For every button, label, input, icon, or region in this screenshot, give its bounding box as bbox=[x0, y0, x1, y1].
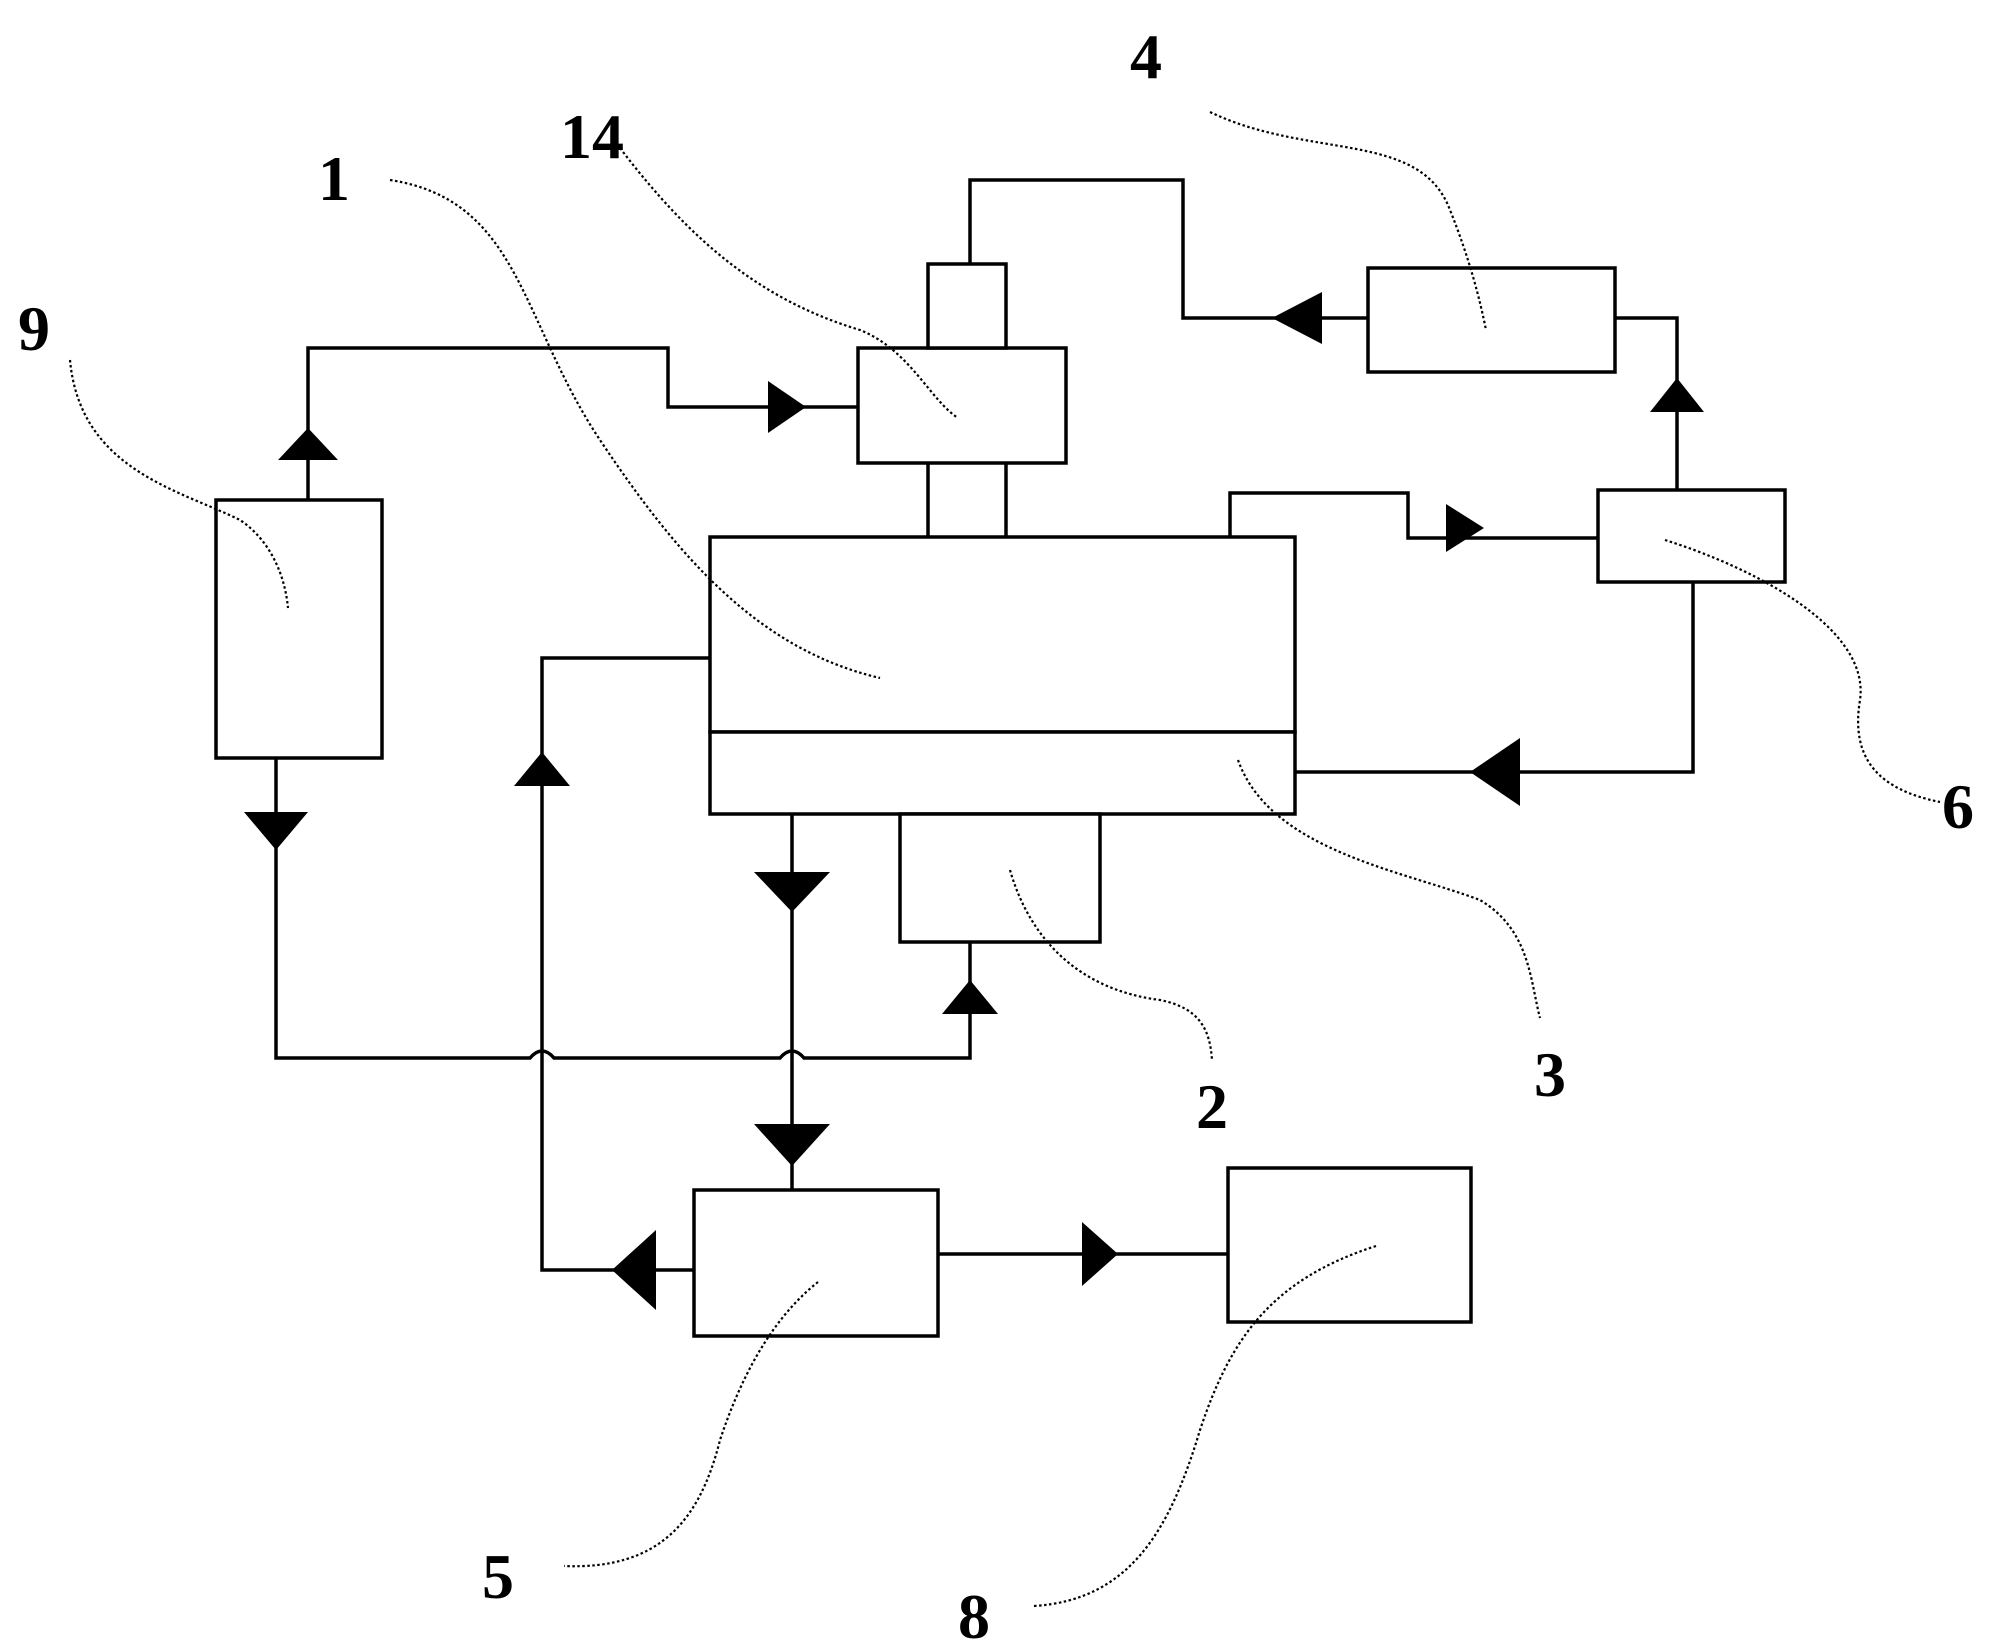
label-1: 1 bbox=[318, 143, 350, 214]
leader-2 bbox=[1008, 869, 1214, 1061]
arrow-down-icon bbox=[754, 1124, 830, 1166]
arrow-down-icon bbox=[754, 872, 830, 912]
label-3: 3 bbox=[1534, 1039, 1566, 1110]
leader-6 bbox=[1664, 538, 1941, 804]
leader-4 bbox=[1209, 111, 1488, 331]
pipe-5-to-1 bbox=[540, 656, 710, 1272]
component-2-bottom-unit bbox=[898, 812, 1102, 944]
label-2: 2 bbox=[1196, 1071, 1228, 1142]
label-4: 4 bbox=[1130, 21, 1162, 92]
component-3-lower-layer bbox=[708, 730, 1297, 816]
component-6 bbox=[1596, 488, 1787, 584]
arrow-right-icon bbox=[768, 381, 806, 433]
component-14-neck bbox=[926, 262, 1008, 350]
leader-5 bbox=[563, 1281, 819, 1568]
component-9 bbox=[214, 498, 384, 760]
label-9: 9 bbox=[18, 293, 50, 364]
label-8: 8 bbox=[958, 1581, 990, 1649]
leader-14 bbox=[619, 147, 959, 419]
pipe-4-to-14 bbox=[968, 178, 1368, 320]
leader-3 bbox=[1236, 759, 1542, 1019]
arrow-right-icon bbox=[1446, 504, 1484, 552]
label-6: 6 bbox=[1942, 771, 1974, 842]
arrow-right-icon bbox=[1082, 1222, 1118, 1286]
leader-9 bbox=[68, 359, 290, 609]
arrow-left-icon bbox=[1470, 738, 1520, 806]
component-5 bbox=[692, 1188, 940, 1338]
pipe-9-to-14 bbox=[306, 346, 858, 500]
pipe-6-to-3 bbox=[1295, 582, 1695, 774]
arrow-down-icon bbox=[244, 812, 308, 850]
component-4 bbox=[1366, 266, 1617, 374]
label-5: 5 bbox=[482, 1541, 514, 1612]
arrow-up-icon bbox=[514, 752, 570, 786]
label-14: 14 bbox=[560, 101, 624, 172]
arrow-up-icon bbox=[1650, 378, 1704, 412]
component-8 bbox=[1226, 1166, 1473, 1324]
arrow-left-icon bbox=[612, 1230, 656, 1310]
pipe-1-to-6 bbox=[1228, 491, 1598, 540]
leader-8 bbox=[1033, 1244, 1377, 1608]
arrow-up-icon bbox=[942, 980, 998, 1014]
pipe-9-to-2 bbox=[274, 758, 972, 1060]
component-14-top-unit bbox=[856, 346, 1068, 465]
component-1-upper-chamber bbox=[708, 535, 1297, 734]
pipe-6-to-4 bbox=[1615, 316, 1679, 490]
arrow-left-icon bbox=[1272, 292, 1322, 344]
arrow-up-icon bbox=[278, 428, 338, 460]
